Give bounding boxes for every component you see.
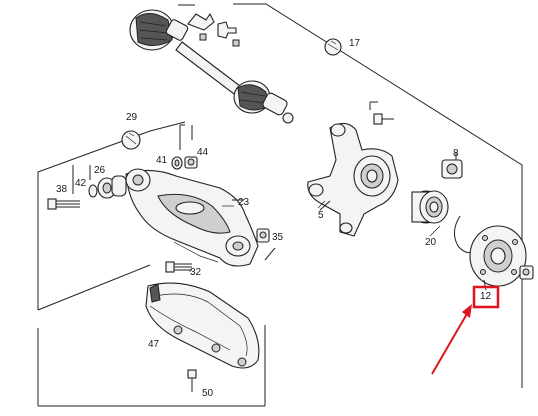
highlight-arrow-head (462, 304, 472, 318)
callout-47: 47 (148, 339, 160, 350)
callout-42: 42 (75, 178, 87, 189)
highlight-box (472, 285, 500, 309)
part-8 (441, 152, 463, 179)
wrench-icon-17 (324, 38, 342, 56)
hub-nut (519, 265, 534, 280)
callout-labels: 5 8 12 17 20 23 26 29 32 35 38 41 42 44 … (56, 38, 492, 399)
washers-41-44 (171, 124, 198, 170)
callout-29: 29 (126, 112, 138, 123)
bolt-32 (165, 261, 192, 273)
highlight-annotation (431, 285, 500, 375)
callout-44: 44 (197, 147, 209, 158)
highlight-arrow-shaft (431, 311, 469, 375)
callout-50: 50 (202, 388, 214, 399)
control-arm-23 (125, 168, 259, 267)
top-bracket (187, 12, 240, 47)
callout-26: 26 (94, 165, 106, 176)
callout-35: 35 (272, 232, 284, 243)
bushings-26-42 (88, 165, 127, 199)
wheel-bearing (411, 190, 449, 224)
wrench-icon-29 (121, 130, 141, 150)
callout-5: 5 (318, 210, 324, 221)
wheel-hub-12 (469, 225, 527, 291)
callout-8: 8 (453, 148, 459, 159)
knuckle-bolt (369, 101, 394, 125)
callout-38: 38 (56, 184, 68, 195)
knuckle-5 (307, 122, 399, 237)
leader-lines (189, 200, 441, 272)
bolt-50 (187, 369, 197, 392)
callout-32: 32 (190, 267, 202, 278)
callout-23: 23 (238, 197, 250, 208)
bolt-38 (47, 165, 80, 210)
cover-47 (145, 282, 260, 369)
nut-35 (256, 228, 270, 243)
drive-shaft (129, 9, 294, 124)
callout-20: 20 (425, 237, 437, 248)
callout-12: 12 (480, 291, 492, 302)
callout-41: 41 (156, 155, 168, 166)
callout-17: 17 (349, 38, 361, 49)
